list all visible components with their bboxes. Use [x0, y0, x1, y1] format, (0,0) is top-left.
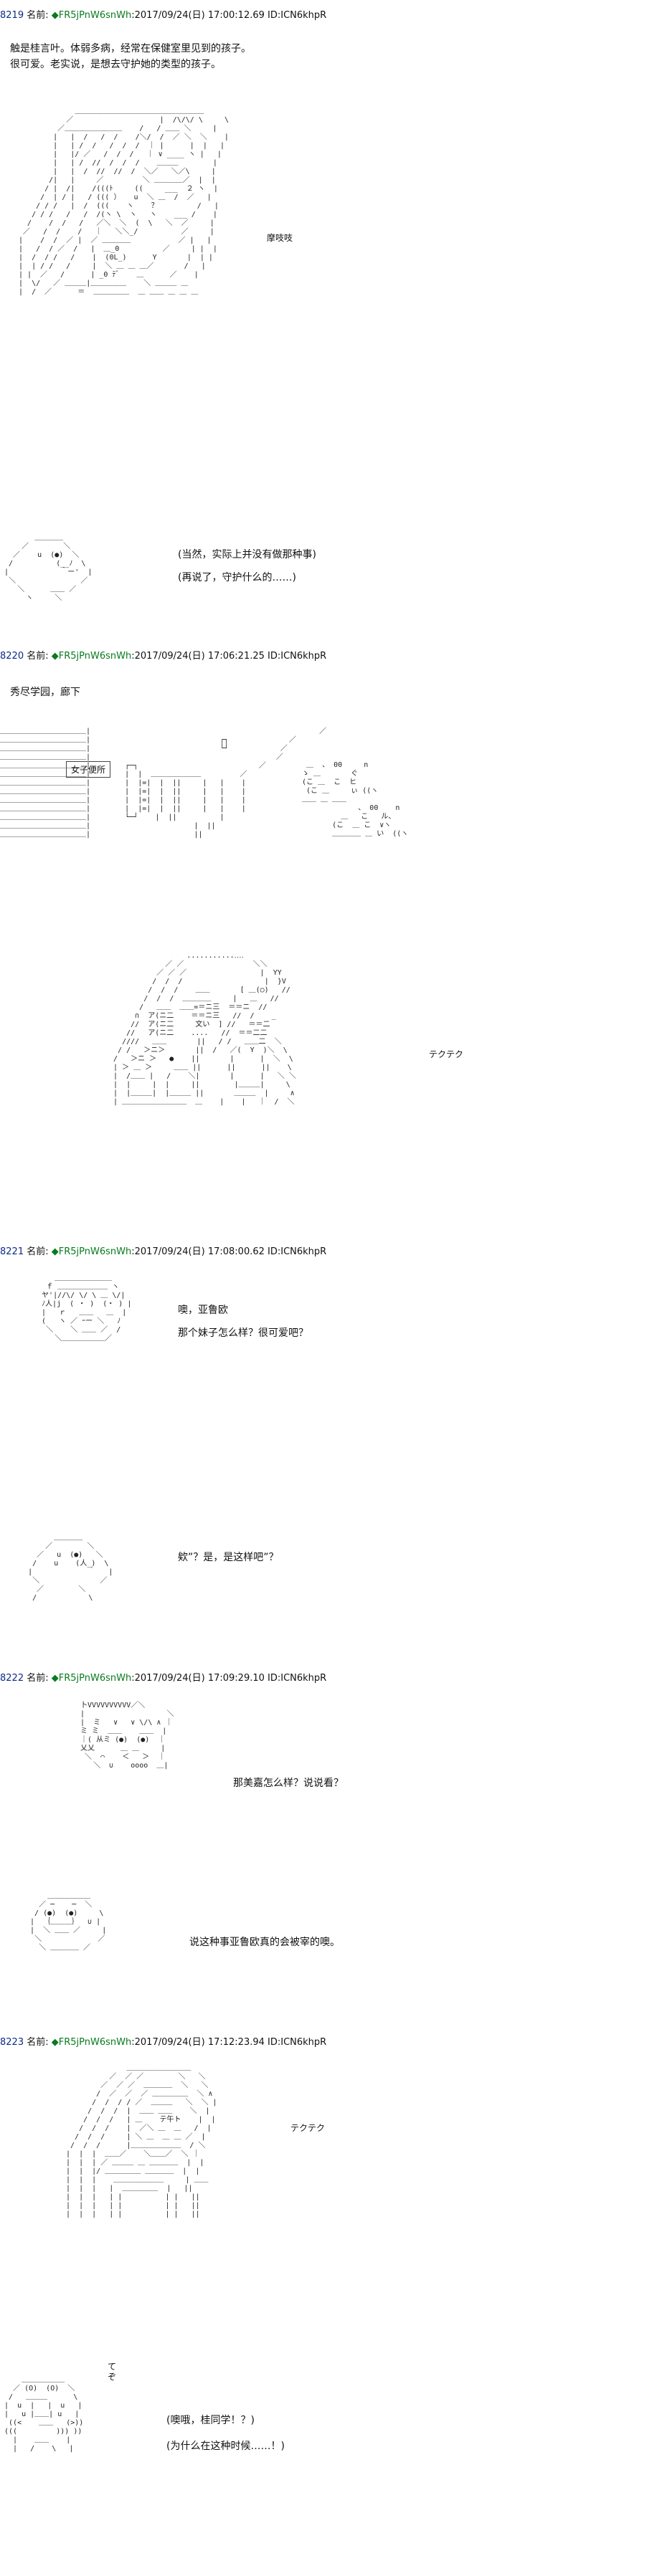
sound-effect: テクテク [429, 1049, 464, 1059]
post-number: 8220 [0, 651, 24, 662]
dialogue-line: 欸”？是，是这样吧”？ [178, 1552, 279, 1563]
ascii-art-creatures: ＿ 、 00 n ゝ ＿ ぐ (こ ＿ こ ヒ (こ ＿ ぃ ((ヽ ＿＿ ＿ … [302, 761, 409, 838]
dialogue-line: 那个妹子怎么样？很可爱吧？ [178, 1327, 308, 1339]
post-header: 8219 名前: ◆FR5jPnW6snWh:2017/09/24(日) 17:… [0, 7, 326, 21]
dialogue-line: (再说了，守护什么的……) [178, 572, 296, 583]
post-header: 8221 名前: ◆FR5jPnW6snWh:2017/09/24(日) 17:… [0, 1244, 326, 1257]
ascii-art-hallway: ＿＿＿＿＿＿＿＿＿＿＿＿| ／ ＿＿＿＿＿＿＿＿＿＿＿＿| ┌┐ ／ ＿＿＿＿＿… [0, 728, 327, 839]
post-header: 8222 名前: ◆FR5jPnW6snWh:2017/09/24(日) 17:… [0, 1670, 326, 1684]
post-date: :2017/09/24(日) 17:12:23.94 ID:ICN6khpR [131, 2037, 327, 2048]
name-label: 名前: [27, 2037, 49, 2048]
dialogue-line: (噢哦，桂同学！？) [166, 2415, 255, 2426]
sound-effect: て ぞ [108, 2362, 117, 2382]
tripcode: ◆FR5jPnW6snWh [51, 1673, 132, 1684]
post-number: 8223 [0, 2037, 24, 2048]
dialogue-line: 说这种事亚鲁欧真的会被宰的噢。 [189, 1937, 340, 1948]
ascii-art-kotonoha-walking: ＿＿＿＿＿＿＿＿＿ ／ ／ ／ ＼ ＼ ／ ／ ／ ＿＿＿＿ ＼ ＼ / ／ ／… [66, 2064, 217, 2218]
dialogue-line: 那美嘉怎么样？说说看？ [233, 1778, 344, 1789]
post-date: :2017/09/24(日) 17:08:00.62 ID:ICN6khpR [131, 1246, 327, 1257]
tripcode: ◆FR5jPnW6snWh [51, 651, 132, 662]
narration-line: 很可爱。老实说，是想去守护她的类型的孩子。 [10, 59, 221, 70]
post-number: 8222 [0, 1673, 24, 1684]
ascii-art-character: ＿＿＿＿＿＿＿＿＿＿＿＿＿＿＿＿＿＿ ／ | /\/\/ \ \ ／＿＿＿＿＿＿… [19, 108, 229, 296]
post-header: 8223 名前: ◆FR5jPnW6snWh:2017/09/24(日) 17:… [0, 2034, 326, 2048]
post-date: :2017/09/24(日) 17:06:21.25 ID:ICN6khpR [131, 651, 327, 662]
ascii-art-yaruo: ＿＿＿＿ ／ ＼ ／ u (●) ＼ / (__ﾉ \ | ｀ー' | ＼ ／ … [4, 534, 93, 602]
narration-line: 触是桂言叶。体弱多病，经常在保健室里见到的孩子。 [10, 43, 251, 54]
post-number: 8219 [0, 10, 24, 21]
ascii-art-yaruo-sweat: ＿＿＿＿＿＿ ／ ─ ─ ＼ / (●) (●) \ | ｛＿＿＿｝ ∪ | |… [30, 1892, 107, 1952]
tripcode: ◆FR5jPnW6snWh [51, 2037, 132, 2048]
post-number: 8221 [0, 1246, 24, 1257]
ascii-art-yaruo-startled: ＿＿＿＿＿＿ ／ (O) (O) ＼ / ＿＿＿ \ | u | | u | |… [4, 2376, 84, 2453]
ascii-art-yaruo-walking: ...........‥‥ ／ ／ ＼＼ ／ ／ ／ | YY / / / | … [113, 952, 296, 1106]
name-label: 名前: [27, 651, 49, 662]
ascii-art-friend: ＿＿＿＿＿＿＿＿ ｆ ＿＿＿＿＿＿＿ ヽ ヤ'|//\/ \/ \ ＿ \/| … [42, 1274, 132, 1342]
dialogue-line: (当然，实际上并没有做那种事) [178, 549, 316, 560]
name-label: 名前: [27, 1246, 49, 1257]
post-date: :2017/09/24(日) 17:00:12.69 ID:ICN6khpR [131, 10, 327, 21]
location-line: 秀尽学园，廊下 [10, 687, 80, 698]
sound-effect: テクテク [290, 2123, 326, 2133]
tripcode: ◆FR5jPnW6snWh [51, 1246, 132, 1257]
ascii-art-yaruo: ＿＿＿＿ ／ ＼ ／ u (●) ＼ / u (人_) \ | ｀ | ＼ ／ … [28, 1534, 113, 1602]
name-label: 名前: [27, 10, 49, 21]
post-header: 8220 名前: ◆FR5jPnW6snWh:2017/09/24(日) 17:… [0, 648, 326, 662]
tripcode: ◆FR5jPnW6snWh [51, 10, 132, 21]
ascii-art-friend-excited: 卜VVVVVVVVVV／＼ | ＼ | ミ ∨ ∨ \/\ ∧ ｜ ミ ミ ＿＿… [80, 1702, 174, 1770]
dialogue-line: 噢，亚鲁欧 [178, 1304, 228, 1316]
name-label: 名前: [27, 1673, 49, 1684]
restroom-sign: 女子便所 [66, 761, 111, 778]
dialogue-line: (为什么在这种时候……！) [166, 2441, 285, 2452]
post-date: :2017/09/24(日) 17:09:29.10 ID:ICN6khpR [131, 1673, 327, 1684]
sound-effect: 摩吱吱 [267, 233, 293, 243]
